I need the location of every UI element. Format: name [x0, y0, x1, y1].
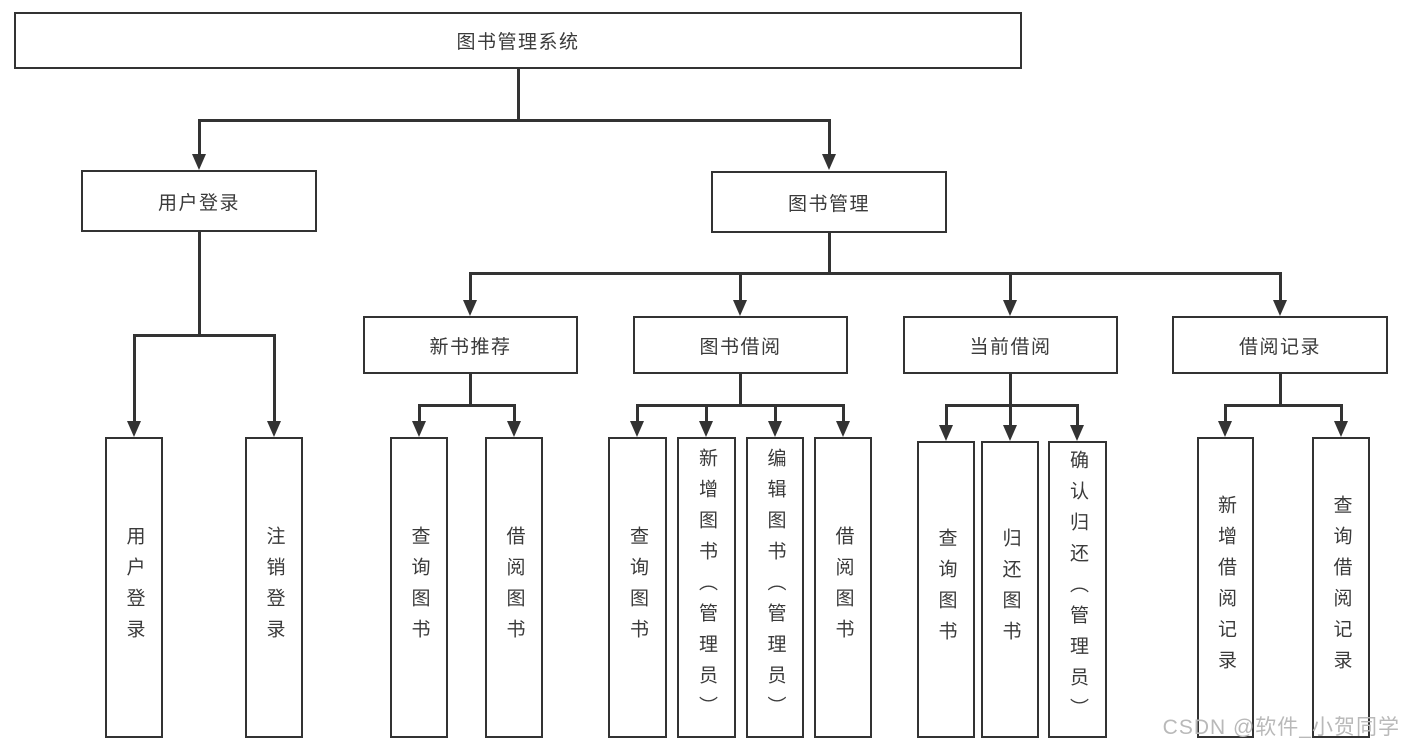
leaf-records-add-borrow-record: 新增借阅记录	[1197, 437, 1254, 738]
node-label: 图书借阅	[699, 336, 782, 358]
arrow-down-icon	[1334, 421, 1348, 437]
connector-line	[133, 334, 136, 423]
node-new-book-recommend: 新书推荐	[363, 316, 578, 374]
leaf-records-query-borrow-record: 查询借阅记录	[1312, 437, 1370, 738]
arrow-down-icon	[1003, 300, 1017, 316]
leaf-current-return-books: 归还图书	[981, 441, 1039, 738]
node-label: 查询借阅记录	[1330, 494, 1352, 681]
node-label: 查询图书	[408, 525, 430, 650]
node-book-management: 图书管理	[711, 171, 947, 233]
arrow-down-icon	[733, 300, 747, 316]
connector-line	[469, 272, 472, 302]
leaf-borrowing-add-books-admin: 新增图书（管理员）	[677, 437, 736, 738]
arrow-down-icon	[699, 421, 713, 437]
node-label: 新增借阅记录	[1215, 494, 1236, 681]
arrow-down-icon	[127, 421, 141, 437]
node-label: 新书推荐	[429, 336, 512, 358]
leaf-recommend-borrow-books: 借阅图书	[485, 437, 543, 738]
leaf-borrowing-edit-books-admin: 编辑图书（管理员）	[746, 437, 804, 738]
node-library-management-system: 图书管理系统	[14, 12, 1022, 69]
connector-line	[469, 374, 472, 406]
node-label: 借阅图书	[832, 525, 854, 650]
connector-line	[1009, 404, 1012, 427]
leaf-borrowing-query-books: 查询图书	[608, 437, 667, 738]
csdn-watermark: CSDN @软件_小贺同学	[1162, 716, 1400, 739]
node-label: 新增图书（管理员）	[696, 448, 717, 727]
arrow-down-icon	[768, 421, 782, 437]
connector-line	[133, 334, 276, 337]
arrow-down-icon	[1218, 421, 1232, 437]
connector-line	[842, 404, 845, 423]
node-label: 借阅图书	[503, 525, 525, 650]
arrow-down-icon	[630, 421, 644, 437]
node-book-borrowing: 图书借阅	[633, 316, 848, 374]
connector-line	[828, 119, 831, 156]
node-label: 图书管理	[787, 193, 870, 215]
node-label: 当前借阅	[969, 336, 1052, 358]
connector-line	[1279, 374, 1282, 406]
node-label: 查询图书	[627, 525, 648, 650]
node-label: 用户登录	[123, 525, 145, 650]
arrow-down-icon	[1003, 425, 1017, 441]
connector-line	[828, 233, 831, 274]
leaf-current-confirm-return-admin: 确认归还（管理员）	[1048, 441, 1107, 738]
connector-line	[1224, 404, 1227, 423]
connector-line	[513, 404, 516, 423]
connector-line	[774, 404, 777, 423]
arrow-down-icon	[939, 425, 953, 441]
leaf-recommend-query-books: 查询图书	[390, 437, 448, 738]
connector-line	[945, 404, 948, 427]
connector-line	[1224, 404, 1342, 407]
node-label: 用户登录	[157, 192, 240, 214]
connector-line	[418, 404, 421, 423]
arrow-down-icon	[192, 154, 206, 170]
connector-line	[1009, 272, 1012, 302]
leaf-user-login: 用户登录	[105, 437, 163, 738]
connector-line	[739, 374, 742, 406]
connector-line	[739, 272, 742, 302]
connector-line	[198, 232, 201, 335]
connector-line	[469, 272, 1282, 275]
leaf-current-query-books: 查询图书	[917, 441, 975, 738]
leaf-borrowing-borrow-books: 借阅图书	[814, 437, 872, 738]
node-label: 编辑图书（管理员）	[764, 448, 786, 727]
arrow-down-icon	[1273, 300, 1287, 316]
node-label: 注销登录	[263, 525, 285, 650]
arrow-down-icon	[267, 421, 281, 437]
node-label: 确认归还（管理员）	[1067, 450, 1088, 729]
node-borrowing-records: 借阅记录	[1172, 316, 1388, 374]
connector-line	[418, 404, 516, 407]
connector-line	[636, 404, 844, 407]
connector-line	[273, 334, 276, 423]
connector-line	[198, 119, 201, 156]
arrow-down-icon	[1070, 425, 1084, 441]
node-label: 归还图书	[999, 527, 1021, 652]
leaf-logout: 注销登录	[245, 437, 303, 738]
connector-line	[1009, 374, 1012, 406]
connector-line	[517, 69, 520, 120]
arrow-down-icon	[507, 421, 521, 437]
node-user-login: 用户登录	[81, 170, 317, 232]
arrow-down-icon	[836, 421, 850, 437]
connector-line	[1076, 404, 1079, 427]
connector-line	[198, 119, 831, 122]
connector-line	[636, 404, 639, 423]
node-current-borrowing: 当前借阅	[903, 316, 1118, 374]
arrow-down-icon	[412, 421, 426, 437]
node-label: 图书管理系统	[456, 32, 580, 53]
connector-line	[705, 404, 708, 423]
node-label: 查询图书	[935, 527, 957, 652]
arrow-down-icon	[822, 154, 836, 170]
arrow-down-icon	[463, 300, 477, 316]
connector-line	[1340, 404, 1343, 423]
node-label: 借阅记录	[1238, 336, 1321, 358]
connector-line	[1279, 272, 1282, 302]
